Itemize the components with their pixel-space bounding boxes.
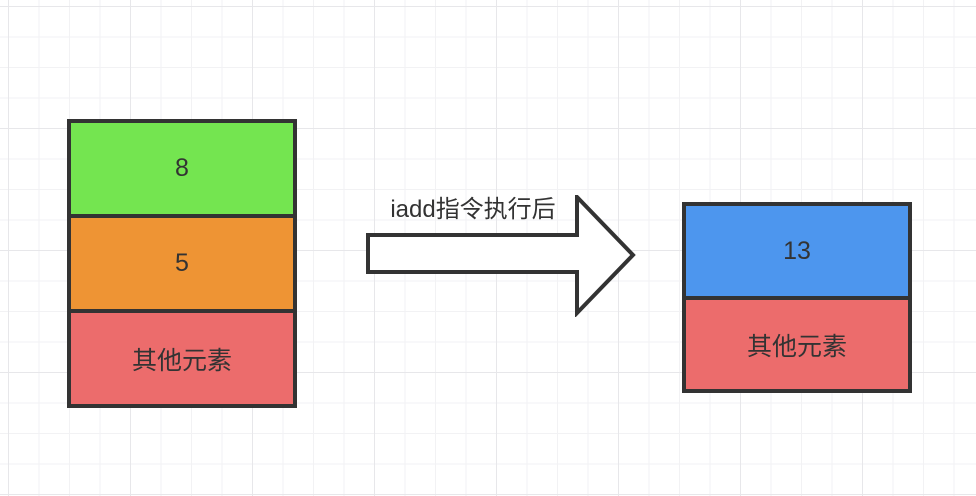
operand-stack-before: 8 5 其他元素: [67, 119, 297, 408]
stack-cell-value-13: 13: [682, 202, 912, 300]
stack-cell-other-elements: 其他元素: [682, 296, 912, 393]
operand-stack-after: 13 其他元素: [682, 202, 912, 393]
stack-cell-value-8: 8: [67, 119, 297, 218]
stack-cell-other-elements: 其他元素: [67, 309, 297, 408]
right-arrow-icon: [366, 195, 636, 317]
arrow-label: iadd指令执行后: [390, 196, 556, 223]
stack-cell-value-5: 5: [67, 214, 297, 313]
